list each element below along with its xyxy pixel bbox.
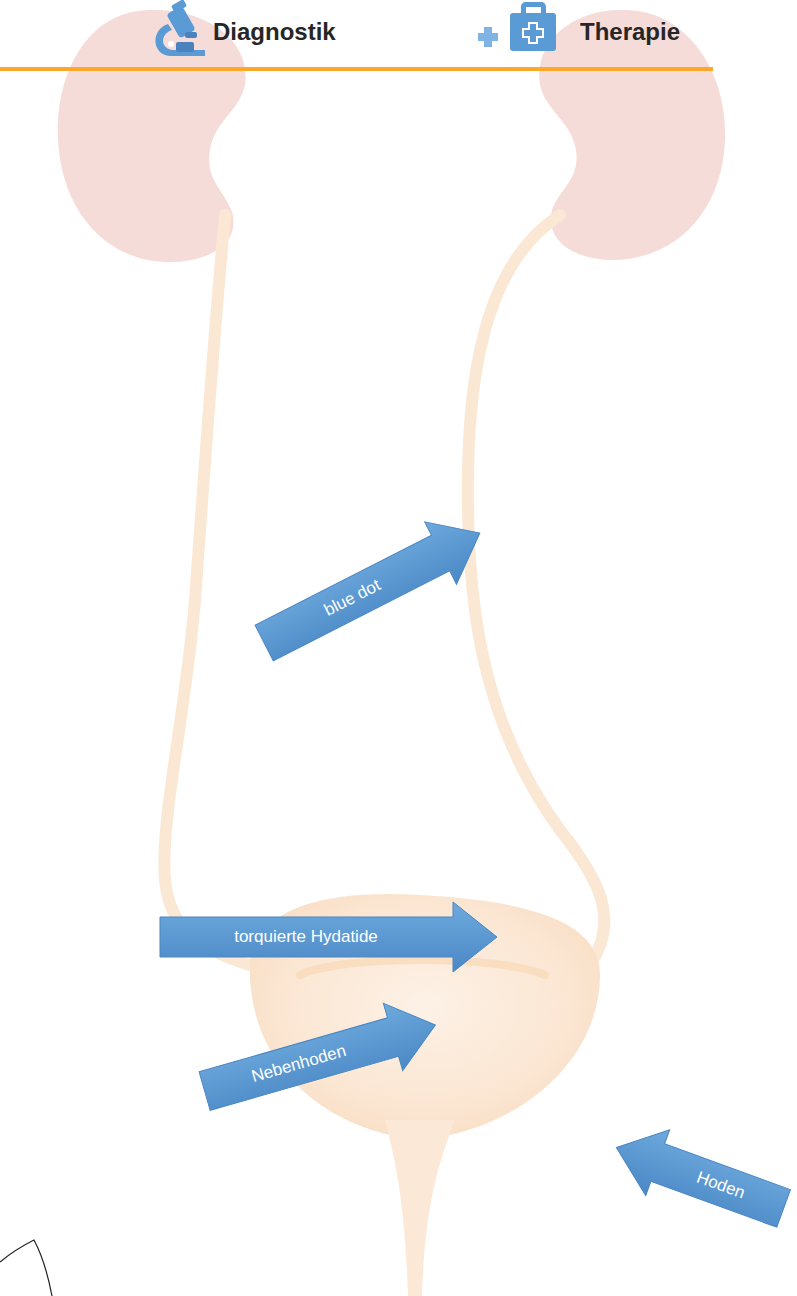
- header-title: Therapie: [580, 18, 680, 46]
- urethra: [385, 1120, 455, 1296]
- arrow-body: [604, 1115, 795, 1242]
- arrow-callout: torquierte Hydatide: [160, 902, 497, 972]
- arrow-label: torquierte Hydatide: [234, 927, 378, 947]
- first-aid-kit-icon: [510, 2, 556, 51]
- header-title: Diagnostik: [213, 18, 336, 46]
- arrow-callout: blue dot: [248, 502, 495, 674]
- arrow-callout: Hoden: [604, 1115, 795, 1242]
- arrow-body: [160, 902, 497, 972]
- arrow-callout: Nebenhoden: [195, 991, 445, 1124]
- outline-curve: [0, 1240, 52, 1296]
- kidney-right: [539, 10, 725, 260]
- arrow-body: [195, 991, 445, 1124]
- header-rule: [0, 67, 713, 71]
- arrow-body: [248, 502, 495, 674]
- ureter-right: [468, 215, 605, 965]
- bladder-rim: [300, 960, 545, 975]
- plus-symbol: [478, 27, 498, 47]
- microscope-icon: [155, 0, 205, 56]
- ureter-left: [164, 215, 250, 965]
- kidney-left: [58, 10, 246, 262]
